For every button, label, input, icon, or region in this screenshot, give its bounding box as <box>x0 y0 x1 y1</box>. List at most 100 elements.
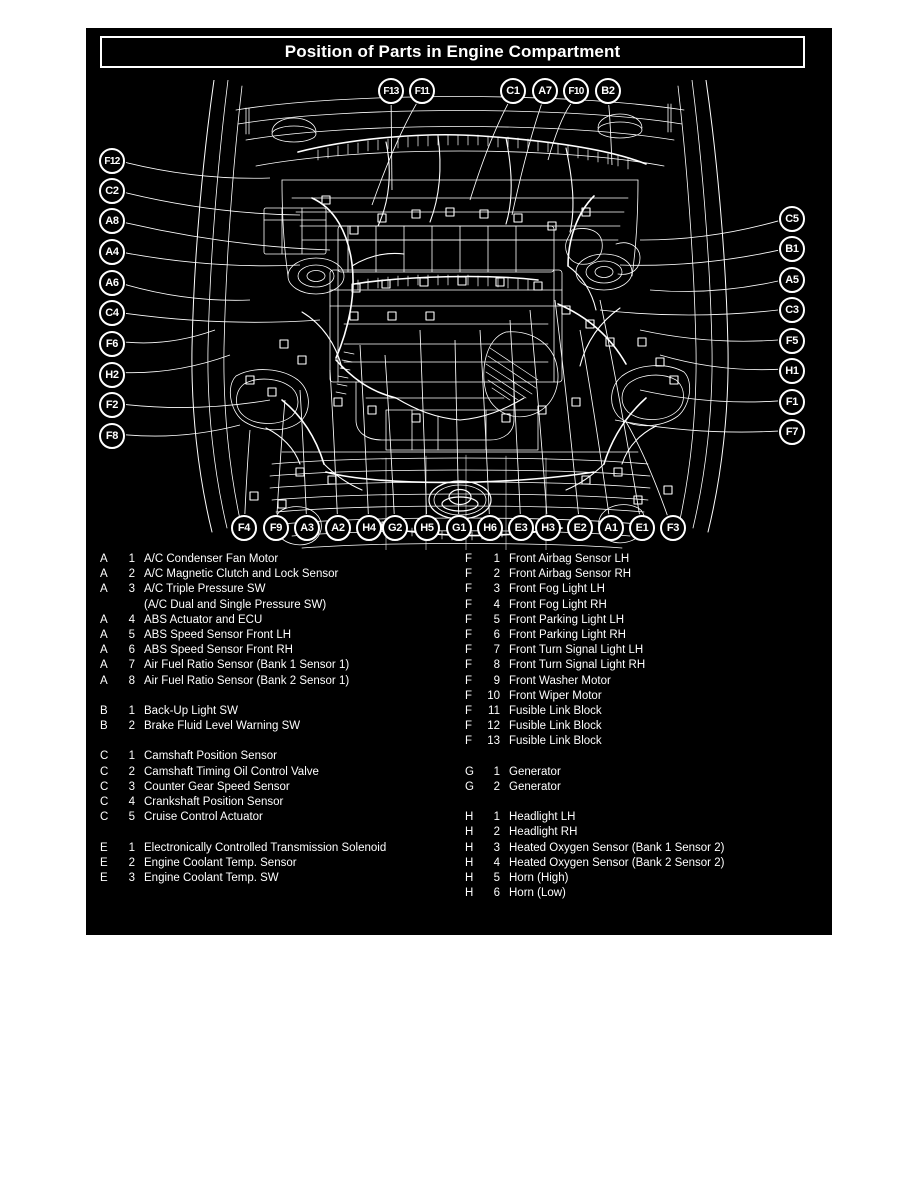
callout-h1[interactable]: H1 <box>779 358 805 384</box>
callout-b1[interactable]: B1 <box>779 236 805 262</box>
legend-number: 2 <box>493 568 500 581</box>
legend-label: Front Wiper Motor <box>509 689 602 702</box>
legend-letter: C <box>100 750 109 763</box>
legend-letter: H <box>465 811 474 824</box>
callout-b2[interactable]: B2 <box>595 78 621 104</box>
callout-f5[interactable]: F5 <box>779 328 805 354</box>
legend-number: 13 <box>487 735 500 748</box>
callout-f1[interactable]: F1 <box>779 389 805 415</box>
legend-label: Heated Oxygen Sensor (Bank 2 Sensor 2) <box>509 856 725 869</box>
callout-h3[interactable]: H3 <box>535 515 561 541</box>
callout-f7[interactable]: F7 <box>779 419 805 445</box>
legend-letter: E <box>100 841 108 854</box>
callout-c4[interactable]: C4 <box>99 300 125 326</box>
callout-a5[interactable]: A5 <box>779 267 805 293</box>
callout-f4[interactable]: F4 <box>231 515 257 541</box>
callout-f8[interactable]: F8 <box>99 423 125 449</box>
legend-label: Horn (Low) <box>509 887 566 900</box>
callout-c2[interactable]: C2 <box>99 178 125 204</box>
legend-label: ABS Speed Sensor Front RH <box>144 644 293 657</box>
legend-number: 2 <box>128 720 135 733</box>
callout-f11[interactable]: F11 <box>409 78 435 104</box>
legend-row: (A/C Dual and Single Pressure SW) <box>100 599 460 614</box>
callout-f13[interactable]: F13 <box>378 78 404 104</box>
callout-f2[interactable]: F2 <box>99 392 125 418</box>
callout-a2[interactable]: A2 <box>325 515 351 541</box>
callout-h6[interactable]: H6 <box>477 515 503 541</box>
callout-e1[interactable]: E1 <box>629 515 655 541</box>
legend-label: Horn (High) <box>509 871 569 884</box>
legend-letter: E <box>100 856 108 869</box>
legend-label: Air Fuel Ratio Sensor (Bank 2 Sensor 1) <box>144 674 350 687</box>
callout-a7[interactable]: A7 <box>532 78 558 104</box>
callout-a4[interactable]: A4 <box>99 239 125 265</box>
legend-number: 5 <box>493 871 500 884</box>
callout-e3[interactable]: E3 <box>508 515 534 541</box>
legend-number: 1 <box>128 841 135 854</box>
legend-label: Front Parking Light RH <box>509 628 626 641</box>
callout-a1[interactable]: A1 <box>598 515 624 541</box>
legend-label: Headlight LH <box>509 811 576 824</box>
legend-number: 4 <box>128 613 135 626</box>
callout-f6[interactable]: F6 <box>99 331 125 357</box>
legend-label: Front Fog Light RH <box>509 598 607 611</box>
legend-letter: F <box>465 628 473 641</box>
legend-label: Front Turn Signal Light RH <box>509 659 646 672</box>
callout-h4[interactable]: H4 <box>356 515 382 541</box>
legend-letter: A <box>100 613 108 626</box>
callout-h5[interactable]: H5 <box>414 515 440 541</box>
callout-c3[interactable]: C3 <box>779 297 805 323</box>
legend-letter: H <box>465 856 474 869</box>
callout-f9[interactable]: F9 <box>263 515 289 541</box>
legend-letter: G <box>465 765 474 778</box>
callout-a8[interactable]: A8 <box>99 208 125 234</box>
legend-number: 8 <box>128 674 135 687</box>
legend-number: 2 <box>128 765 135 778</box>
callout-f3[interactable]: F3 <box>660 515 686 541</box>
legend-label: Fusible Link Block <box>509 735 602 748</box>
callout-a6[interactable]: A6 <box>99 270 125 296</box>
legend-letter: C <box>100 811 109 824</box>
legend-letter: A <box>100 553 108 565</box>
legend-letter: F <box>465 583 473 596</box>
callout-f12[interactable]: F12 <box>99 148 125 174</box>
legend-letter: F <box>465 568 473 581</box>
legend-spacer <box>100 690 460 705</box>
callout-a3[interactable]: A3 <box>294 515 320 541</box>
legend-label: Back-Up Light SW <box>144 704 238 717</box>
legend-letter: A <box>100 659 108 672</box>
callout-c5[interactable]: C5 <box>779 206 805 232</box>
legend-label: A/C Magnetic Clutch and Lock Sensor <box>144 568 339 581</box>
legend-letter: A <box>100 583 108 596</box>
figure-title-box: Position of Parts in Engine Compartment <box>100 36 805 68</box>
callout-h2[interactable]: H2 <box>99 362 125 388</box>
legend-label: A/C Triple Pressure SW <box>144 583 266 596</box>
legend-label: Air Fuel Ratio Sensor (Bank 1 Sensor 1) <box>144 659 350 672</box>
legend-label: ABS Actuator and ECU <box>144 613 263 626</box>
legend-label: Generator <box>509 765 561 778</box>
callout-e2[interactable]: E2 <box>567 515 593 541</box>
callout-g1[interactable]: G1 <box>446 515 472 541</box>
legend-label: A/C Condenser Fan Motor <box>144 553 279 565</box>
callout-g2[interactable]: G2 <box>382 515 408 541</box>
callout-c1[interactable]: C1 <box>500 78 526 104</box>
legend-letter: B <box>100 720 108 733</box>
legend-number: 12 <box>487 720 500 733</box>
legend-number: 8 <box>493 659 500 672</box>
callout-f10[interactable]: F10 <box>563 78 589 104</box>
